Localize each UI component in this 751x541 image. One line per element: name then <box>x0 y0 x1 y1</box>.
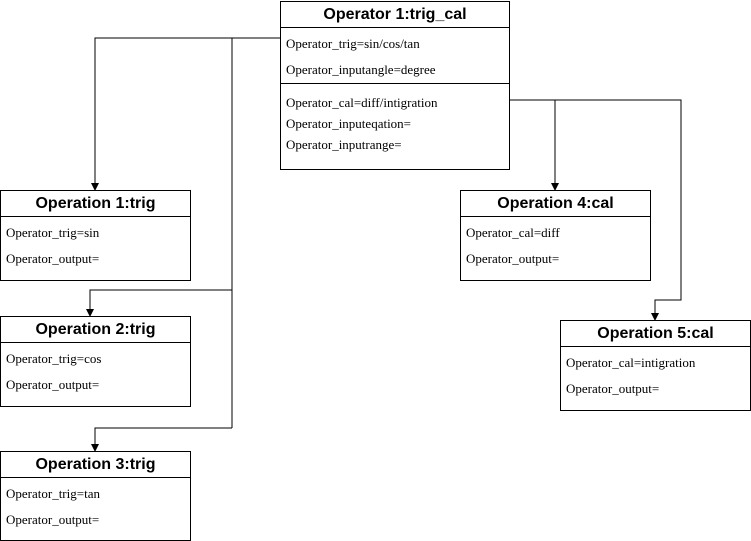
operator-attr-trig: Operator_trig=sin/cos/tan <box>286 36 420 51</box>
operation-5-attr-output: Operator_output= <box>566 381 660 396</box>
operation-1-attr-output: Operator_output= <box>6 251 100 266</box>
operator-box: Operator 1:trig_cal Operator_trig=sin/co… <box>280 1 510 170</box>
operation-1-attr-trig: Operator_trig=sin <box>6 225 100 240</box>
operation-2-title: Operation 2:trig <box>1 317 190 343</box>
operation-2-box: Operation 2:trig Operator_trig=cos Opera… <box>0 316 191 407</box>
operation-3-attr-output: Operator_output= <box>6 512 100 527</box>
connector-operator-to-operation-1 <box>91 37 280 191</box>
connector-operator-to-operation-4 <box>510 99 559 191</box>
operation-5-attr-cal: Operator_cal=intigration <box>566 355 696 370</box>
operator-title: Operator 1:trig_cal <box>281 2 509 28</box>
operator-attr-inputeqation: Operator_inputeqation= <box>286 116 412 131</box>
operation-4-title: Operation 4:cal <box>461 191 650 217</box>
operator-section-divider <box>281 83 509 84</box>
operation-2-attr-trig: Operator_trig=cos <box>6 351 102 366</box>
operation-3-box: Operation 3:trig Operator_trig=tan Opera… <box>0 451 191 541</box>
operation-5-box: Operation 5:cal Operator_cal=intigration… <box>560 320 751 411</box>
operation-3-title: Operation 3:trig <box>1 452 190 478</box>
operator-attr-inputrange: Operator_inputrange= <box>286 137 402 152</box>
operation-4-attr-cal: Operator_cal=diff <box>466 225 560 240</box>
connector-operator-to-operation-2 <box>86 289 232 317</box>
operation-1-title: Operation 1:trig <box>1 191 190 217</box>
connector-operator-to-operation-3 <box>91 427 232 452</box>
operator-attr-inputangle: Operator_inputangle=degree <box>286 62 436 77</box>
operation-5-title: Operation 5:cal <box>561 321 750 347</box>
operation-2-attr-output: Operator_output= <box>6 377 100 392</box>
connector-operator-to-operation-5 <box>555 99 682 321</box>
operation-4-box: Operation 4:cal Operator_cal=diff Operat… <box>460 190 651 281</box>
operator-attr-cal: Operator_cal=diff/intigration <box>286 95 438 110</box>
operation-3-attr-trig: Operator_trig=tan <box>6 486 100 501</box>
operation-4-attr-output: Operator_output= <box>466 251 560 266</box>
operation-1-box: Operation 1:trig Operator_trig=sin Opera… <box>0 190 191 281</box>
